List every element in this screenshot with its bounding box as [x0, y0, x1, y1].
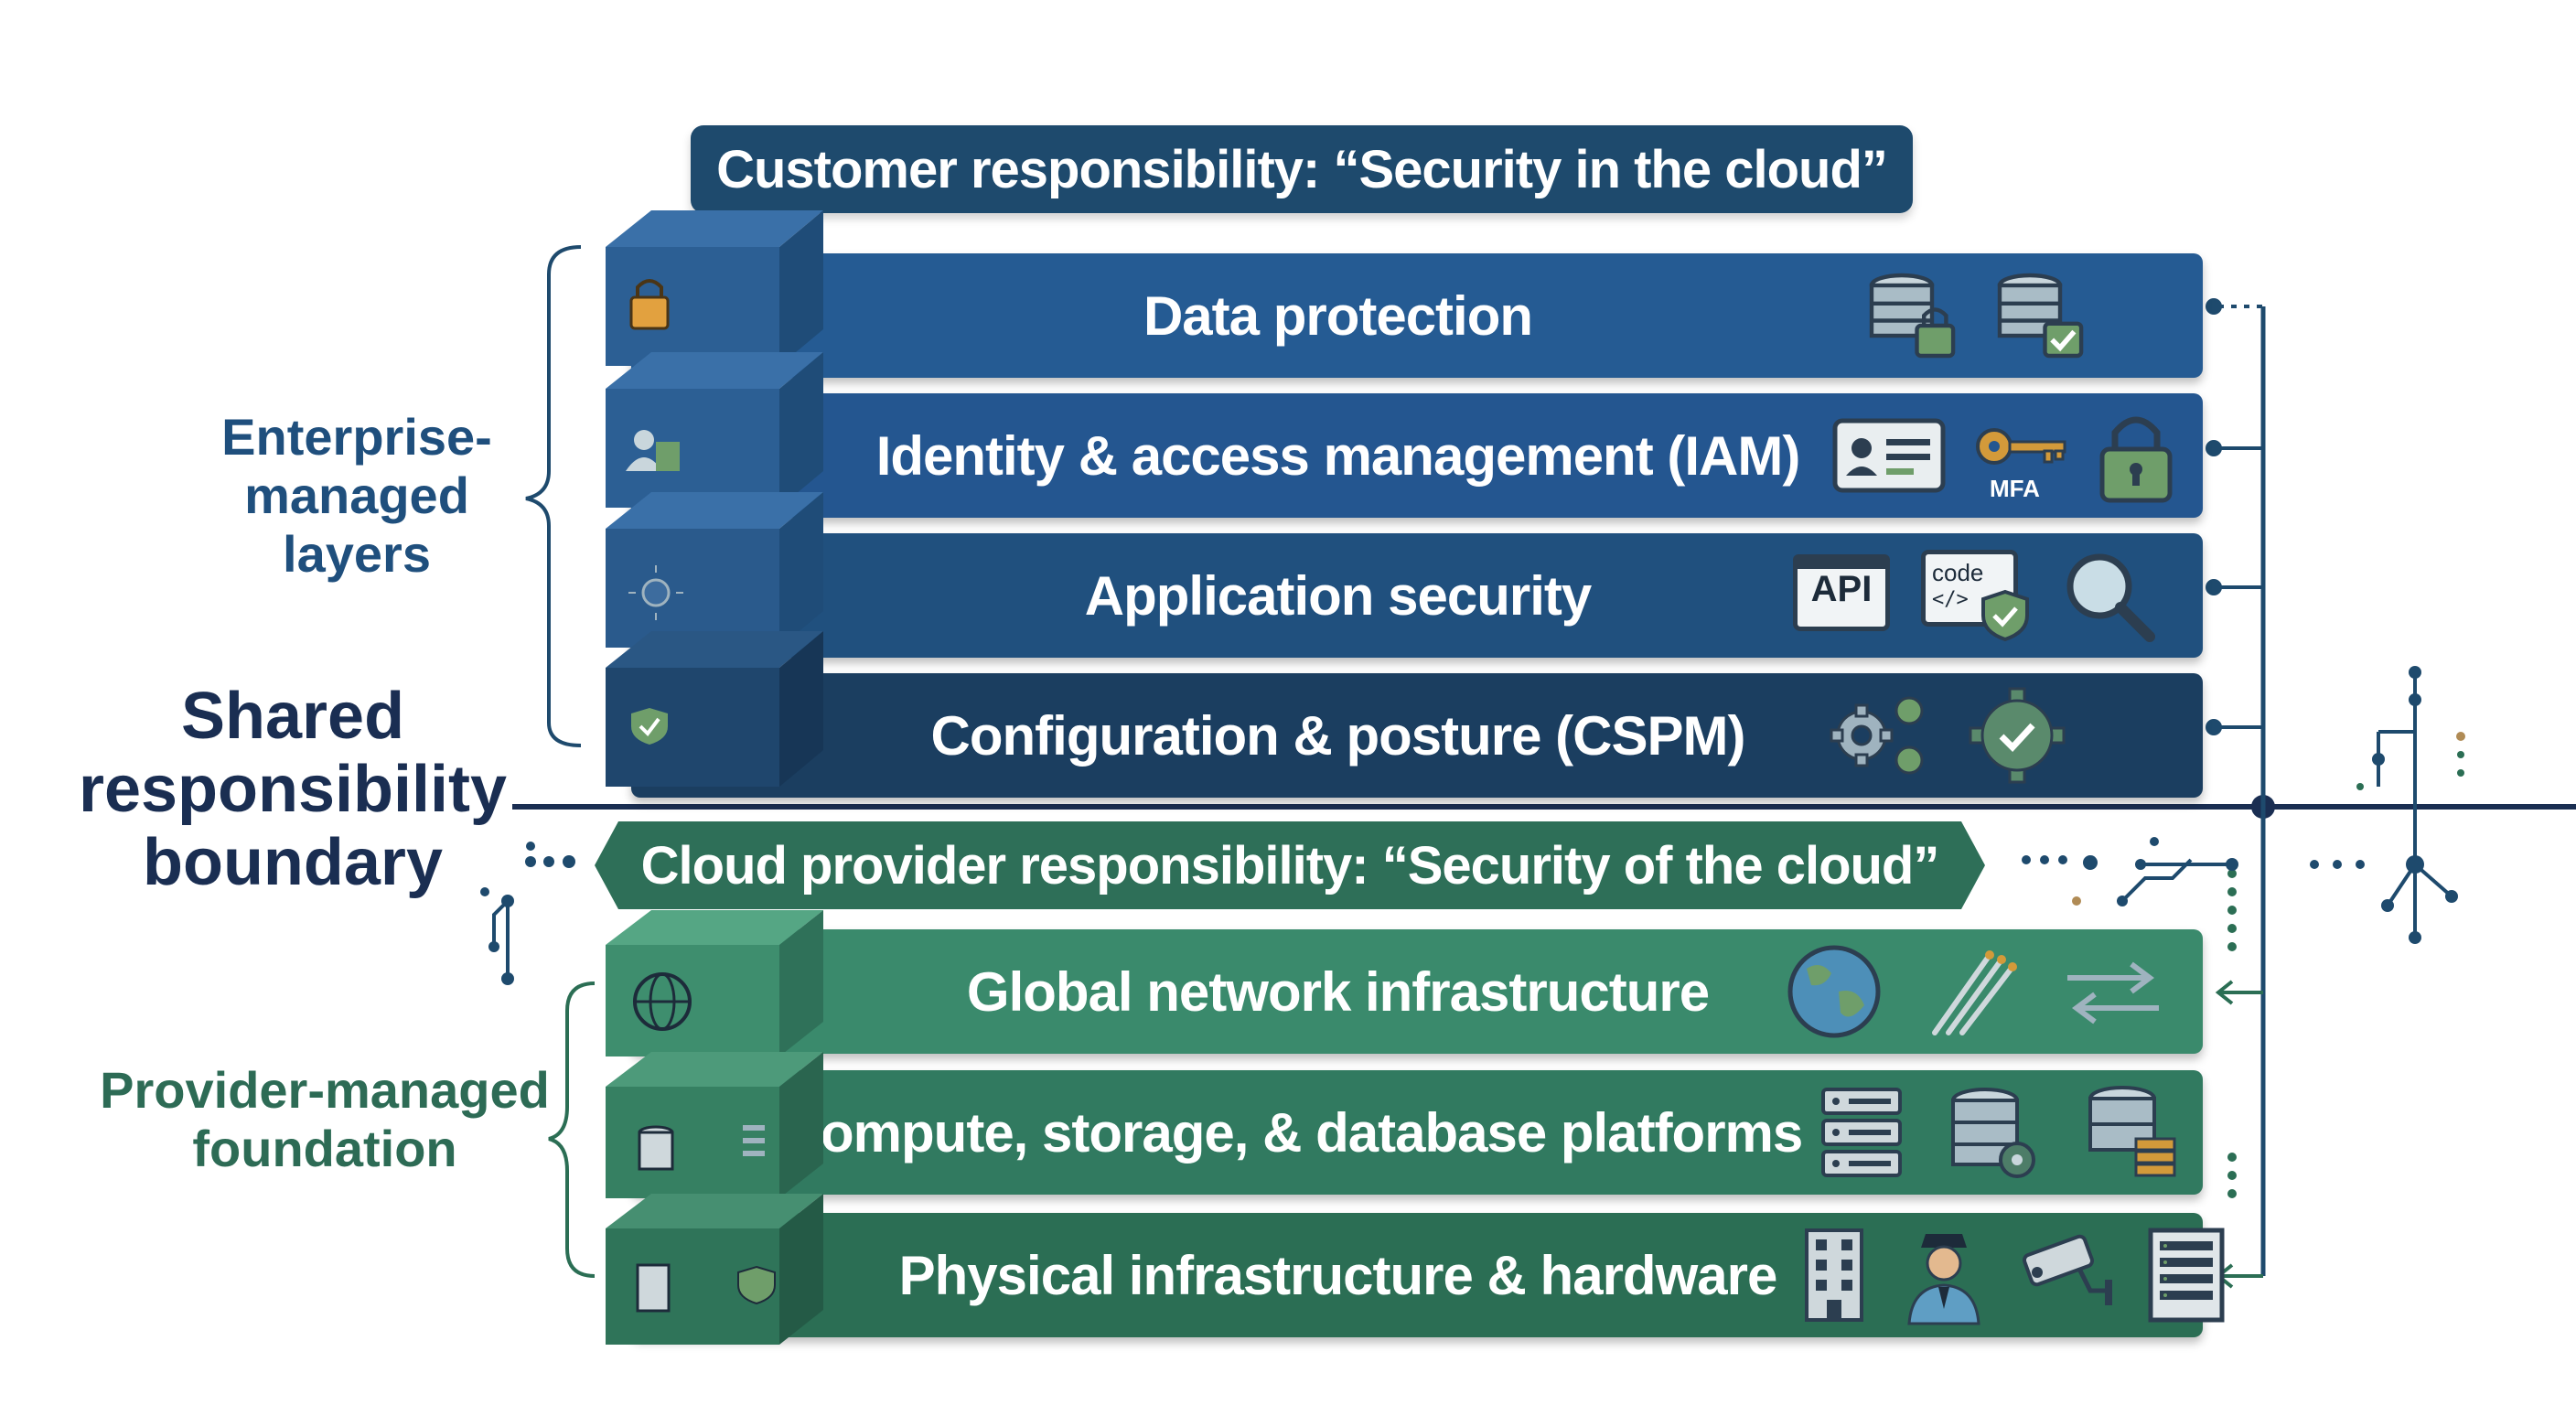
transfer-arrows-icon — [2067, 961, 2159, 1024]
layer-application-security: Application security API code </> — [631, 533, 2203, 658]
enterprise-label-line-3: layers — [283, 525, 431, 583]
code-sub-text: </> — [1932, 588, 1969, 611]
key-icon — [1976, 428, 2066, 465]
cube-user-icon — [606, 352, 823, 508]
cube-database-icon — [606, 1052, 823, 1198]
globe-icon — [1787, 945, 1881, 1038]
mfa-caption: MFA — [1990, 475, 2040, 502]
cube-shield-icon — [606, 631, 823, 787]
cube-hardware-icon — [606, 1194, 823, 1345]
layer-label: Physical infrastructure & hardware — [898, 1244, 1778, 1306]
layer-compute-storage-database: Compute, storage, & database platforms — [631, 1070, 2203, 1195]
database-stack-icon — [2088, 1086, 2176, 1177]
padlock-icon — [2099, 416, 2173, 503]
layer-configuration-posture: Configuration & posture (CSPM) — [631, 673, 2203, 798]
database-check-icon — [1997, 273, 2084, 359]
gear-check-icon — [1969, 687, 2066, 784]
fiber-cables-icon — [1932, 950, 2017, 1035]
cube-globe-icon — [606, 910, 823, 1056]
layer-label: Compute, storage, & database platforms — [781, 1101, 1804, 1164]
security-guard-icon — [1907, 1234, 1980, 1325]
api-window-icon: API — [1793, 554, 1894, 637]
enterprise-label-line-2: managed — [244, 467, 469, 524]
layer-physical-infrastructure: Physical infrastructure & hardware — [631, 1213, 2225, 1337]
boundary-label-line-1: Shared — [180, 680, 405, 753]
code-text: code — [1932, 559, 1984, 586]
provider-responsibility-banner: Cloud provider responsibility: “Security… — [595, 821, 1985, 909]
database-lock-icon — [1869, 273, 1956, 359]
layer-label: Configuration & posture (CSPM) — [930, 704, 1746, 767]
provider-label: Provider-managed foundation — [87, 1061, 563, 1178]
gears-icon — [1830, 696, 1924, 775]
layer-label: Application security — [1084, 564, 1592, 627]
server-cabinet-icon — [2148, 1228, 2225, 1323]
boundary-label-line-3: boundary — [142, 826, 443, 899]
boundary-label-line-2: responsibility — [78, 753, 508, 826]
enterprise-bracket — [525, 245, 582, 747]
cube-lock-icon — [606, 210, 823, 366]
layer-data-protection: Data protection — [631, 253, 2203, 378]
mfa-key: MFA — [1971, 405, 2072, 506]
layer-iam: Identity & access management (IAM) MFA — [631, 393, 2203, 518]
boundary-label: Shared responsibility boundary — [69, 680, 517, 899]
provider-label-line-1: Provider-managed — [100, 1061, 550, 1119]
layer-label: Data protection — [1143, 284, 1533, 347]
api-text: API — [1810, 569, 1873, 609]
provider-label-line-2: foundation — [192, 1120, 457, 1177]
code-shield-icon: code </> — [1921, 550, 2031, 642]
database-gear-icon — [1951, 1088, 2035, 1178]
enterprise-label-line-1: Enterprise- — [221, 408, 492, 466]
cctv-camera-icon — [2022, 1234, 2112, 1305]
shield-check-icon — [1981, 589, 2029, 642]
enterprise-label: Enterprise- managed layers — [197, 408, 517, 584]
id-card-icon — [1832, 418, 1946, 493]
layer-global-network: Global network infrastructure — [631, 929, 2203, 1054]
magnifier-icon — [2066, 553, 2155, 642]
layer-label: Identity & access management (IAM) — [875, 424, 1801, 487]
provider-bracket — [548, 981, 596, 1278]
layer-label: Global network infrastructure — [966, 960, 1710, 1023]
server-rack-icon — [1821, 1088, 1902, 1177]
customer-responsibility-banner: Customer responsibility: “Security in th… — [691, 125, 1913, 213]
cube-ai-icon — [606, 492, 823, 648]
building-icon — [1805, 1228, 1863, 1322]
